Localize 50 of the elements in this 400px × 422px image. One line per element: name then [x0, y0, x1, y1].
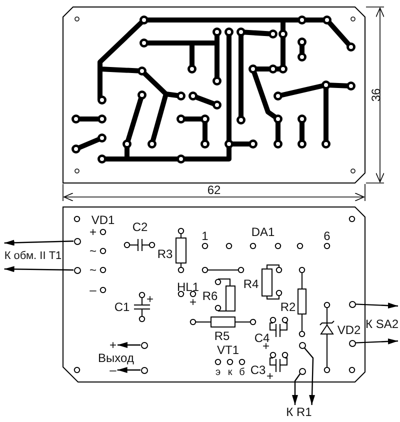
polarity-mark: – — [90, 284, 96, 296]
terminal-pad — [348, 300, 356, 308]
arrow — [355, 302, 398, 309]
arrow — [292, 374, 300, 405]
component-label: VD1 — [91, 214, 115, 226]
polarity-mark: + — [190, 296, 196, 308]
component-label: R4 — [243, 278, 259, 290]
component-label: DA1 — [251, 226, 275, 238]
connection-label: К обм. II Т1 — [4, 243, 62, 269]
terminal-pad — [140, 342, 148, 348]
polarity-mark: – — [110, 364, 116, 376]
polarity-mark: + — [110, 339, 116, 351]
polarity-mark: + — [90, 226, 96, 238]
arrow — [304, 347, 316, 406]
output-label: Выход — [98, 352, 134, 364]
component-label: C1 — [114, 301, 130, 313]
pin-label: б — [239, 367, 245, 379]
arrow — [355, 338, 398, 344]
component-label: R5 — [214, 330, 230, 342]
component-label: VD2 — [337, 324, 361, 336]
pin-number: 6 — [324, 230, 330, 242]
component-label: R2 — [280, 301, 296, 313]
component-label: R3 — [157, 248, 173, 260]
terminal-pad — [140, 366, 148, 374]
component-label: C3 — [250, 364, 266, 376]
component-label: C4 — [254, 332, 270, 344]
component-label: VT1 — [217, 344, 239, 356]
arrow — [117, 367, 140, 373]
terminal-pad — [348, 340, 356, 346]
dimension-label: 62 — [207, 184, 221, 196]
arrow — [118, 342, 140, 348]
pin-label: э — [215, 367, 221, 379]
pin-label: к — [228, 367, 232, 379]
terminal-pad — [74, 266, 80, 274]
component-label: R6 — [202, 290, 218, 302]
terminal-pad — [74, 238, 80, 244]
component-label: HL1 — [177, 281, 199, 293]
connection-label: К R1 — [286, 405, 312, 419]
polarity-mark: + — [146, 293, 154, 305]
dimension-label: 36 — [370, 88, 382, 102]
terminal-pad — [298, 342, 306, 348]
arrow — [4, 266, 74, 272]
connection-label: К SA2 — [366, 306, 398, 341]
terminal-pad — [298, 368, 306, 374]
pin-number: 1 — [202, 230, 208, 242]
ac-terminal-mark: ~ — [90, 264, 96, 276]
ac-terminal-mark: ~ — [90, 245, 96, 257]
arrow — [4, 240, 74, 246]
polarity-mark: + — [266, 370, 274, 382]
component-label: C2 — [132, 221, 148, 233]
